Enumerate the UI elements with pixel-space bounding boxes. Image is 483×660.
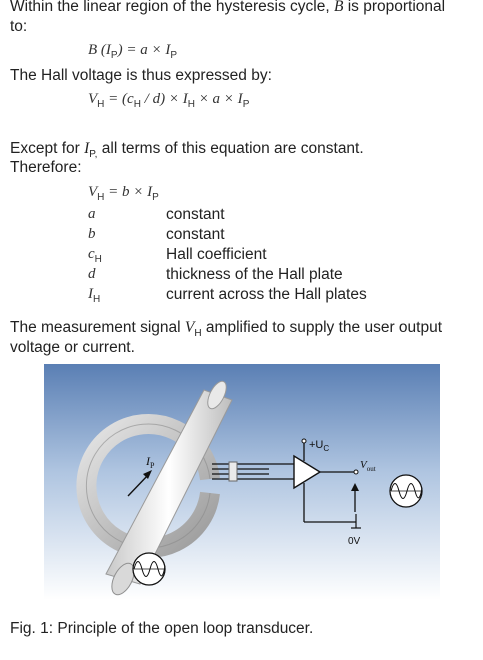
intro-text-after: is proportional	[347, 0, 446, 15]
intro-text-before: Within the linear region of the hysteres…	[10, 0, 330, 15]
output-waveform-icon	[389, 474, 423, 508]
label-ip: IP	[145, 454, 155, 470]
except-line-1: Except for IP, all terms of this equatio…	[10, 140, 364, 161]
def-text-d: thickness of the Hall plate	[166, 266, 343, 283]
vout-arrow-head	[351, 483, 359, 491]
def-text-ih: current across the Hall plates	[166, 286, 367, 303]
current-arrow-head	[143, 470, 152, 479]
figure-caption: Fig. 1: Principle of the open loop trans…	[10, 620, 314, 637]
amplifier-triangle	[293, 454, 322, 490]
except-line-2: Therefore:	[10, 159, 82, 176]
intro-line-2: to:	[10, 18, 28, 35]
measure-line-2: voltage or current.	[10, 339, 135, 356]
def-symbol-a: a	[88, 206, 96, 222]
label-uc: +UC	[309, 439, 329, 453]
equation-b-ip: B (IP) = a × IP	[88, 42, 177, 61]
open-loop-transducer-figure: IP +UC Vout 0V	[44, 364, 440, 600]
current-arrow-line	[127, 473, 150, 497]
def-text-a: constant	[166, 206, 225, 223]
def-symbol-b: b	[88, 226, 96, 242]
figure-background	[44, 364, 440, 600]
label-0v: 0V	[348, 536, 361, 547]
equation-vh-simple: VH = b × IP	[88, 184, 159, 203]
def-text-b: constant	[166, 226, 225, 243]
measure-line-1: The measurement signal VH amplified to s…	[10, 319, 443, 340]
def-symbol-d: d	[88, 266, 96, 282]
intro-line-1: Within the linear region of the hysteres…	[10, 0, 445, 16]
def-text-ch: Hall coefficient	[166, 246, 267, 263]
primary-waveform-icon	[132, 552, 166, 586]
label-vout: Vout	[360, 459, 376, 473]
hall-voltage-text: The Hall voltage is thus expressed by:	[10, 67, 272, 84]
def-symbol-ch: cH	[88, 246, 102, 265]
equation-vh-full: VH = (cH / d) × IH × a × IP	[88, 91, 250, 110]
primary-conductor	[105, 380, 233, 596]
hall-plate	[228, 461, 238, 482]
output-terminal	[353, 469, 359, 475]
intro-var-b: B	[333, 0, 344, 15]
def-symbol-ih: IH	[88, 286, 101, 305]
